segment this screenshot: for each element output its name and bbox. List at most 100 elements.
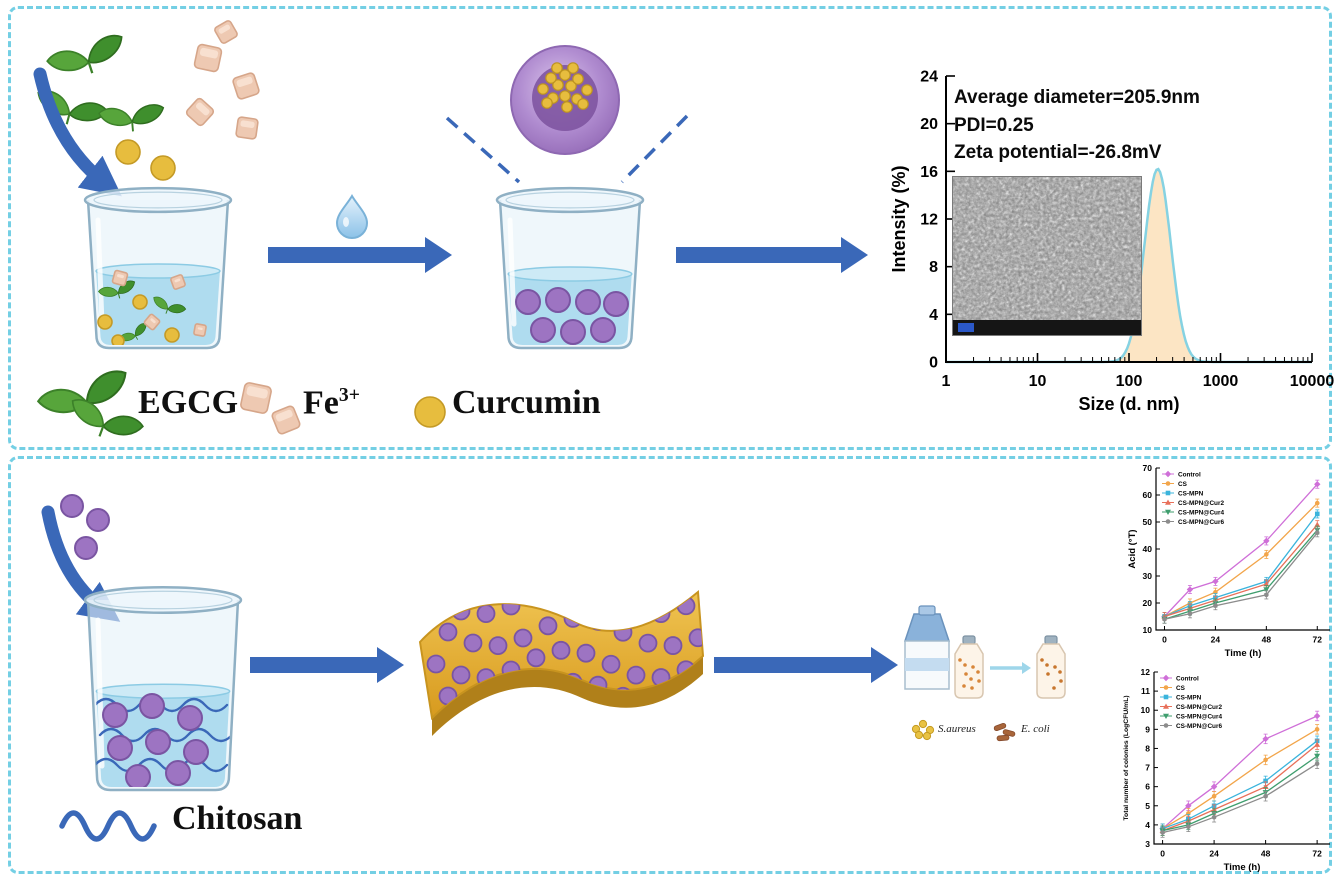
svg-text:50: 50 — [1143, 517, 1153, 527]
nanoparticle-dot-icon — [107, 735, 133, 761]
nanoparticle-dot-icon — [86, 508, 110, 532]
fe-cube-icon — [232, 72, 260, 100]
nanoparticle-dot-icon — [139, 693, 165, 719]
beaker-3 — [83, 586, 243, 792]
svg-text:CS-MPN@Cur2: CS-MPN@Cur2 — [1176, 704, 1222, 711]
nanoparticle-dot-icon — [545, 287, 571, 313]
svg-text:1: 1 — [942, 373, 951, 390]
svg-text:CS-MPN@Cur6: CS-MPN@Cur6 — [1178, 519, 1224, 526]
annotation-zeta-potential: Zeta potential=-26.8mV — [954, 142, 1162, 164]
beaker-2 — [495, 186, 645, 350]
arrow-right — [676, 237, 868, 273]
svg-text:3: 3 — [1145, 839, 1150, 849]
svg-text:Intensity (%): Intensity (%) — [889, 165, 909, 272]
nanoparticle-dot-icon — [165, 760, 191, 786]
svg-text:Total number of colonies (LogC: Total number of colonies (LogCFU/mL) — [1123, 695, 1130, 820]
sem-texture — [953, 177, 1141, 320]
svg-text:Acid (°T): Acid (°T) — [1127, 529, 1138, 568]
svg-text:0: 0 — [1160, 849, 1165, 859]
fe-label-base: Fe — [303, 384, 339, 422]
svg-text:0: 0 — [1162, 635, 1167, 645]
s-aureus-icon — [911, 719, 935, 741]
nanoparticle-dot-icon — [183, 739, 209, 765]
sem-logo-chip — [958, 323, 974, 332]
egcg-label: EGCG — [138, 384, 239, 421]
svg-text:CS-MPN: CS-MPN — [1176, 694, 1202, 701]
annotation-average-diameter: Average diameter=205.9nm — [954, 87, 1200, 108]
svg-text:40: 40 — [1143, 544, 1153, 554]
fe-label-superscript: 3+ — [338, 384, 360, 406]
curcumin-dot-icon — [150, 155, 176, 181]
curcumin-dot-icon — [414, 396, 446, 428]
svg-text:10: 10 — [1141, 705, 1151, 715]
leaf-icon — [97, 280, 136, 299]
svg-text:CS-MPN@Cur6: CS-MPN@Cur6 — [1176, 723, 1222, 730]
svg-text:20: 20 — [1143, 598, 1153, 608]
nanoparticle-dot-icon — [102, 702, 128, 728]
svg-text:CS: CS — [1176, 685, 1186, 692]
dls-annotations: Average diameter=205.9nm PDI=0.25 Zeta p… — [954, 84, 1200, 167]
svg-text:100: 100 — [1116, 373, 1143, 390]
nanoparticle-dot-icon — [60, 494, 84, 518]
svg-text:8: 8 — [1145, 743, 1150, 753]
svg-text:72: 72 — [1312, 849, 1322, 859]
e-coli-icon — [993, 722, 1016, 742]
leaf-icon — [153, 296, 187, 314]
curcumin-dot-icon — [132, 294, 148, 310]
milk-and-bottles — [903, 605, 1066, 742]
fe-cube-icon — [111, 269, 129, 287]
fe-cube-icon — [185, 97, 215, 127]
svg-text:60: 60 — [1143, 490, 1153, 500]
svg-text:70: 70 — [1143, 463, 1153, 473]
arrow-right — [714, 647, 898, 683]
svg-text:CS-MPN@Cur4: CS-MPN@Cur4 — [1176, 713, 1222, 720]
svg-text:10: 10 — [1029, 373, 1047, 390]
curcumin-dot-icon — [115, 139, 141, 165]
svg-text:5: 5 — [1145, 801, 1150, 811]
svg-text:4: 4 — [1145, 820, 1150, 830]
leaf-icon — [46, 34, 123, 74]
svg-text:24: 24 — [920, 69, 938, 86]
chitosan-label: Chitosan — [172, 800, 303, 837]
chitosan-chain-icon — [96, 757, 229, 773]
sample-bottle-icon — [1036, 635, 1066, 699]
curcumin-dot-icon — [97, 314, 113, 330]
curcumin-label: Curcumin — [452, 384, 601, 421]
fe-cube-icon — [214, 20, 238, 44]
beaker-1 — [83, 186, 233, 350]
fe-cube-icon — [235, 116, 259, 140]
arrow-curved — [33, 67, 122, 197]
callout-dash-right — [620, 114, 689, 184]
leaf-icon — [98, 104, 165, 132]
droplet-icon — [335, 194, 369, 239]
milk-carton-icon — [903, 613, 951, 642]
svg-text:Control: Control — [1178, 471, 1201, 478]
curcumin-dot-icon — [164, 327, 180, 343]
svg-text:12: 12 — [1141, 667, 1151, 677]
chitosan-film — [418, 589, 705, 736]
svg-text:24: 24 — [1209, 849, 1219, 859]
nanoparticle-dot-icon — [530, 317, 556, 343]
svg-text:16: 16 — [920, 164, 938, 181]
svg-text:CS-MPN@Cur4: CS-MPN@Cur4 — [1178, 509, 1224, 516]
fe-cube-icon — [193, 323, 207, 337]
leaf-icon — [71, 399, 144, 437]
svg-text:Control: Control — [1176, 675, 1199, 682]
fe-cube-icon — [271, 405, 301, 435]
chitosan-chain-icon — [59, 810, 157, 842]
fe-cube-icon — [240, 382, 272, 414]
nanoparticle-dot-icon — [515, 289, 541, 315]
fe-cube-icon — [143, 313, 161, 331]
svg-text:4: 4 — [929, 307, 938, 324]
fe-cube-icon — [170, 274, 186, 290]
nanoparticle-dot-icon — [177, 705, 203, 731]
nanoparticle-dot-icon — [590, 317, 616, 343]
svg-text:9: 9 — [1145, 724, 1150, 734]
svg-text:Time (h): Time (h) — [1224, 862, 1261, 873]
svg-text:CS-MPN@Cur2: CS-MPN@Cur2 — [1178, 500, 1224, 507]
